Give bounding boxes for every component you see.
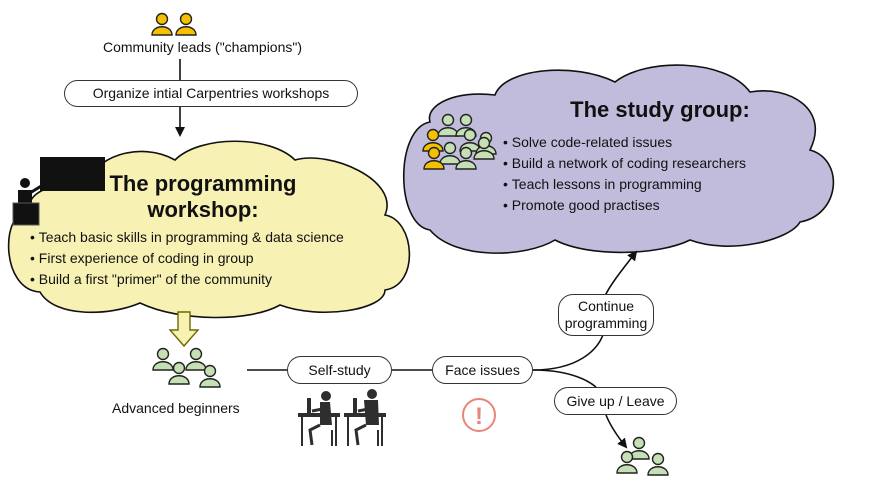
workshop-to-beginners-arrow (168, 311, 200, 348)
study-group-bullet: Solve code-related issues (503, 132, 746, 153)
give-up-leave-step: Give up / Leave (554, 387, 677, 415)
advanced-beginners-label: Advanced beginners (112, 400, 240, 416)
study-group-bullet: Teach lessons in programming (503, 174, 746, 195)
organize-workshops-step: Organize intial Carpentries workshops (64, 80, 358, 107)
workshop-bullet-list: Teach basic skills in programming & data… (30, 227, 344, 290)
leavers-icon (616, 436, 669, 476)
study-group-bullet: Promote good practises (503, 195, 746, 216)
warning-icon: ! (462, 398, 496, 432)
workshop-title-line1: The programming (109, 171, 297, 196)
issues-to-giveup-curve (532, 369, 597, 388)
study-group-title: The study group: (570, 97, 750, 122)
workshop-bullet: First experience of coding in group (30, 248, 344, 269)
workshop-bullet: Build a first "primer" of the community (30, 269, 344, 290)
workshop-bullet: Teach basic skills in programming & data… (30, 227, 344, 248)
workshop-title: The programming workshop: (88, 171, 318, 224)
giveup-to-leavers-arrow (605, 414, 628, 449)
champions-icon (151, 12, 197, 36)
face-issues-step: Face issues (432, 356, 533, 384)
svg-text:!: ! (475, 403, 483, 430)
study-group-bullet-list: Solve code-related issues Build a networ… (503, 132, 746, 216)
continue-programming-step: Continue programming (558, 294, 654, 336)
self-study-silhouettes-icon (298, 389, 386, 446)
continue-to-studygroup-arrow (604, 250, 638, 297)
teacher-blackboard-icon (12, 157, 105, 226)
workshop-title-line2: workshop: (147, 197, 259, 223)
study-group-bullet: Build a network of coding researchers (503, 153, 746, 174)
community-leads-label: Community leads ("champions") (103, 39, 303, 55)
self-study-step: Self-study (287, 356, 392, 384)
advanced-beginners-icon (152, 347, 221, 388)
